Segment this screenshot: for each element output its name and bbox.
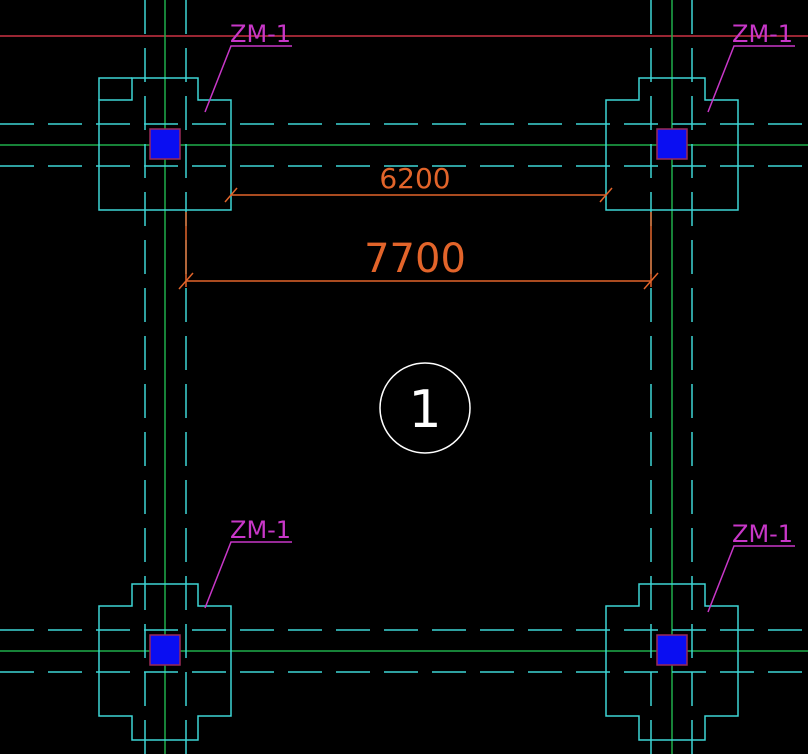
footing-outline-bottom-right [605, 583, 739, 741]
column-top-left[interactable] [149, 128, 181, 160]
dimension-text-inner: 6200 [379, 162, 450, 195]
dimension-tick-outer-right [643, 272, 659, 290]
tag-leader-top-left [204, 45, 292, 113]
footing-outline-bottom-left [98, 583, 232, 741]
tag-leader-bottom-right [707, 545, 795, 613]
dimension-text-outer: 7700 [364, 236, 466, 282]
dimension-tick-inner-left [224, 187, 238, 203]
column-tag-bottom-left[interactable]: ZM-1 [204, 516, 292, 609]
column-tag-text: ZM-1 [732, 520, 793, 548]
tag-leader-top-right [707, 45, 795, 113]
column-top-right[interactable] [656, 128, 688, 160]
column-tag-text: ZM-1 [230, 516, 291, 544]
column-tag-text: ZM-1 [230, 20, 291, 48]
axis-bubble[interactable]: 1 [379, 362, 471, 454]
axis-bubble-circle [379, 362, 471, 454]
tag-leader-bottom-left [204, 541, 292, 609]
column-tag-top-right[interactable]: ZM-1 [707, 20, 795, 113]
column-tag-top-left[interactable]: ZM-1 [204, 20, 292, 113]
footing-outline-top-right [605, 77, 739, 211]
dimension-tick-outer-left [178, 272, 194, 290]
axis-bubble-label: 1 [408, 380, 441, 440]
dimension-inner[interactable]: 6200 [224, 162, 613, 203]
footing-outline-top-left [98, 77, 232, 211]
column-bottom-right[interactable] [656, 634, 688, 666]
column-bottom-left[interactable] [149, 634, 181, 666]
dimension-outer[interactable]: 7700 [178, 212, 659, 290]
footing-outlines [98, 77, 739, 741]
column-tag-bottom-right[interactable]: ZM-1 [707, 520, 795, 613]
dimension-tick-inner-right [599, 187, 613, 203]
footing-step-top-left [98, 77, 132, 100]
column-tag-text: ZM-1 [732, 20, 793, 48]
columns [149, 128, 688, 666]
